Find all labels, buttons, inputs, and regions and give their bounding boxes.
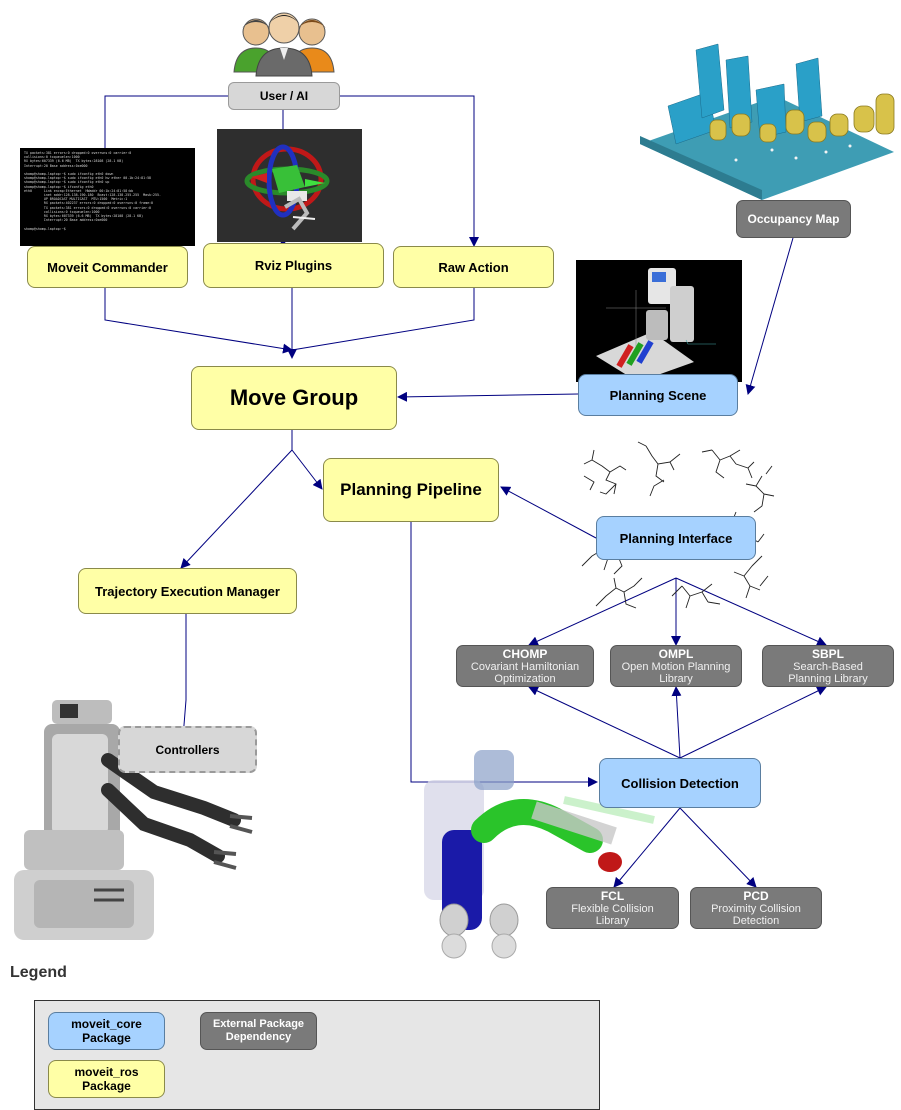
terminal-line: shomp@shomp-laptop:~$ sudo ifconfig eth0… [24, 176, 152, 181]
terminal-line: RX packets:402237 errors:0 dropped:0 ove… [24, 201, 154, 206]
fcl-node: FCL Flexible Collision Library [546, 887, 679, 929]
pcd-title: PCD [743, 888, 769, 903]
occupancy-map-image [640, 43, 895, 200]
terminal-line: RX bytes:607339 (6.6 MB) TX bytes:28108 … [24, 214, 144, 219]
terminal-line: Interrupt:20 Base address:0xe000 [24, 218, 108, 223]
terminal-line: shomp@shomp-laptop:~$ [24, 226, 68, 231]
rviz-plugins-label: Rviz Plugins [254, 258, 333, 273]
ompl-title: OMPL [658, 646, 694, 661]
fcl-line1: Flexible Collision [571, 902, 654, 915]
edge-collision-to-pcd [679, 807, 757, 888]
terminal-line: inet addr:128.138.190.180 Bcast:128.138.… [24, 193, 161, 198]
occupancy-map-label: Occupancy Map [747, 211, 840, 226]
sbpl-title: SBPL [811, 646, 844, 661]
terminal-line: shomp@shomp-laptop:~$ ifconfig eth0 [24, 184, 94, 189]
legend-moveit-ros: moveit_ros Package [48, 1060, 165, 1098]
pr2-robot-image [14, 700, 253, 940]
raw-action-node: Raw Action [393, 246, 554, 288]
legend-ros-line1: moveit_ros [74, 1065, 139, 1079]
users-icon [233, 12, 335, 77]
terminal-line: UP BROADCAST MULTICAST MTU:1500 Metric:1 [24, 197, 128, 202]
rviz-plugins-node: Rviz Plugins [203, 243, 384, 288]
legend-external-line1: External Package [212, 1018, 305, 1030]
trajectory-execution-manager-label: Trajectory Execution Manager [95, 583, 280, 599]
edge-interface-to-pipeline [500, 486, 597, 539]
planning-scene-node: Planning Scene [578, 374, 738, 416]
legend-box: moveit_core Package moveit_ros Package E… [34, 1000, 600, 1110]
rviz-marker-screenshot [217, 129, 362, 242]
terminal-line: RX bytes:607339 (6.6 MB) TX bytes:28108 … [24, 159, 124, 164]
terminal-line: shomp@shomp-laptop:~$ sudo ifconfig eth0… [24, 172, 114, 177]
planning-pipeline-node: Planning Pipeline [323, 458, 499, 522]
legend-title: Legend [10, 964, 67, 981]
controllers-node: Controllers [118, 726, 257, 773]
terminal-screenshot: TX packets:381 errors:0 dropped:0 overru… [20, 148, 195, 246]
legend-moveit-core: moveit_core Package [48, 1012, 165, 1050]
edge-commander-to-movegroup [104, 288, 293, 354]
edge-movegroup-to-trajectory [180, 449, 293, 569]
raw-action-label: Raw Action [438, 259, 509, 275]
terminal-line: Interrupt:20 Base address:0xe000 [24, 163, 88, 168]
terminal-line: shomp@shomp-laptop:~$ sudo ifconfig eth0… [24, 180, 110, 185]
chomp-line2: Optimization [494, 672, 556, 685]
terminal-line: collisions:0 txqueuelen:1000 [24, 155, 80, 160]
fcl-line2: Library [595, 914, 630, 927]
collision-detection-node: Collision Detection [599, 758, 761, 808]
sbpl-line2: Planning Library [788, 672, 868, 685]
legend-ros-line2: Package [82, 1079, 131, 1093]
edge-interface-to-chomp [528, 577, 677, 646]
moveit-commander-label: Moveit Commander [47, 259, 168, 275]
chomp-node: CHOMP Covariant Hamiltonian Optimization [456, 645, 594, 687]
fcl-title: FCL [600, 888, 625, 903]
chomp-title: CHOMP [502, 646, 548, 661]
edge-scene-to-movegroup [397, 391, 579, 402]
planning-scene-screenshot [576, 260, 742, 382]
edge-collision-to-fcl [613, 807, 681, 888]
move-group-label: Move Group [229, 385, 359, 410]
terminal-line: TX packets:381 errors:0 dropped:0 overru… [24, 205, 152, 210]
ompl-line1: Open Motion Planning [621, 660, 731, 673]
legend-external: External Package Dependency [200, 1012, 317, 1050]
edge-collision-to-ompl [671, 686, 682, 759]
terminal-line: eth0 Link encap:Ethernet HWaddr 00:1b:24… [24, 188, 134, 193]
controllers-label: Controllers [155, 742, 220, 757]
pcd-line2: Detection [732, 914, 780, 927]
edge-movegroup-to-pipeline [291, 430, 323, 490]
ompl-line2: Library [659, 672, 693, 685]
move-group-node: Move Group [191, 366, 397, 430]
chomp-line1: Covariant Hamiltonian [470, 660, 580, 673]
legend-external-line2: Dependency [225, 1031, 292, 1043]
ompl-node: OMPL Open Motion Planning Library [610, 645, 742, 687]
edge-collision-to-chomp [528, 686, 681, 759]
planning-pipeline-label: Planning Pipeline [340, 480, 482, 499]
collision-detection-label: Collision Detection [621, 775, 739, 791]
pcd-line1: Proximity Collision [711, 902, 801, 915]
collision-robot-image [424, 750, 655, 959]
user-ai-node: User / AI [228, 82, 340, 110]
edge-raw-to-movegroup [291, 288, 475, 351]
trajectory-execution-manager-node: Trajectory Execution Manager [78, 568, 297, 614]
sbpl-line1: Search-Based [793, 660, 863, 673]
sbpl-node: SBPL Search-Based Planning Library [762, 645, 894, 687]
terminal-line: TX packets:381 errors:0 dropped:0 overru… [24, 151, 132, 155]
occupancy-map-node: Occupancy Map [736, 200, 851, 238]
planning-interface-label: Planning Interface [619, 530, 733, 546]
edge-collision-to-sbpl [679, 686, 827, 759]
edge-user-to-raw [340, 95, 479, 247]
edge-pipeline-to-collision [410, 522, 598, 787]
legend-core-line1: moveit_core [71, 1017, 142, 1031]
legend-core-line2: Package [82, 1031, 131, 1045]
user-ai-label: User / AI [259, 89, 309, 103]
terminal-line: collisions:0 txqueuelen:1000 [24, 209, 100, 214]
planning-scene-label: Planning Scene [609, 387, 707, 403]
edge-occupancy-to-scene [745, 237, 794, 395]
moveit-commander-node: Moveit Commander [27, 246, 188, 288]
pcd-node: PCD Proximity Collision Detection [690, 887, 822, 929]
edge-interface-to-sbpl [675, 577, 827, 646]
planning-interface-node: Planning Interface [596, 516, 756, 560]
